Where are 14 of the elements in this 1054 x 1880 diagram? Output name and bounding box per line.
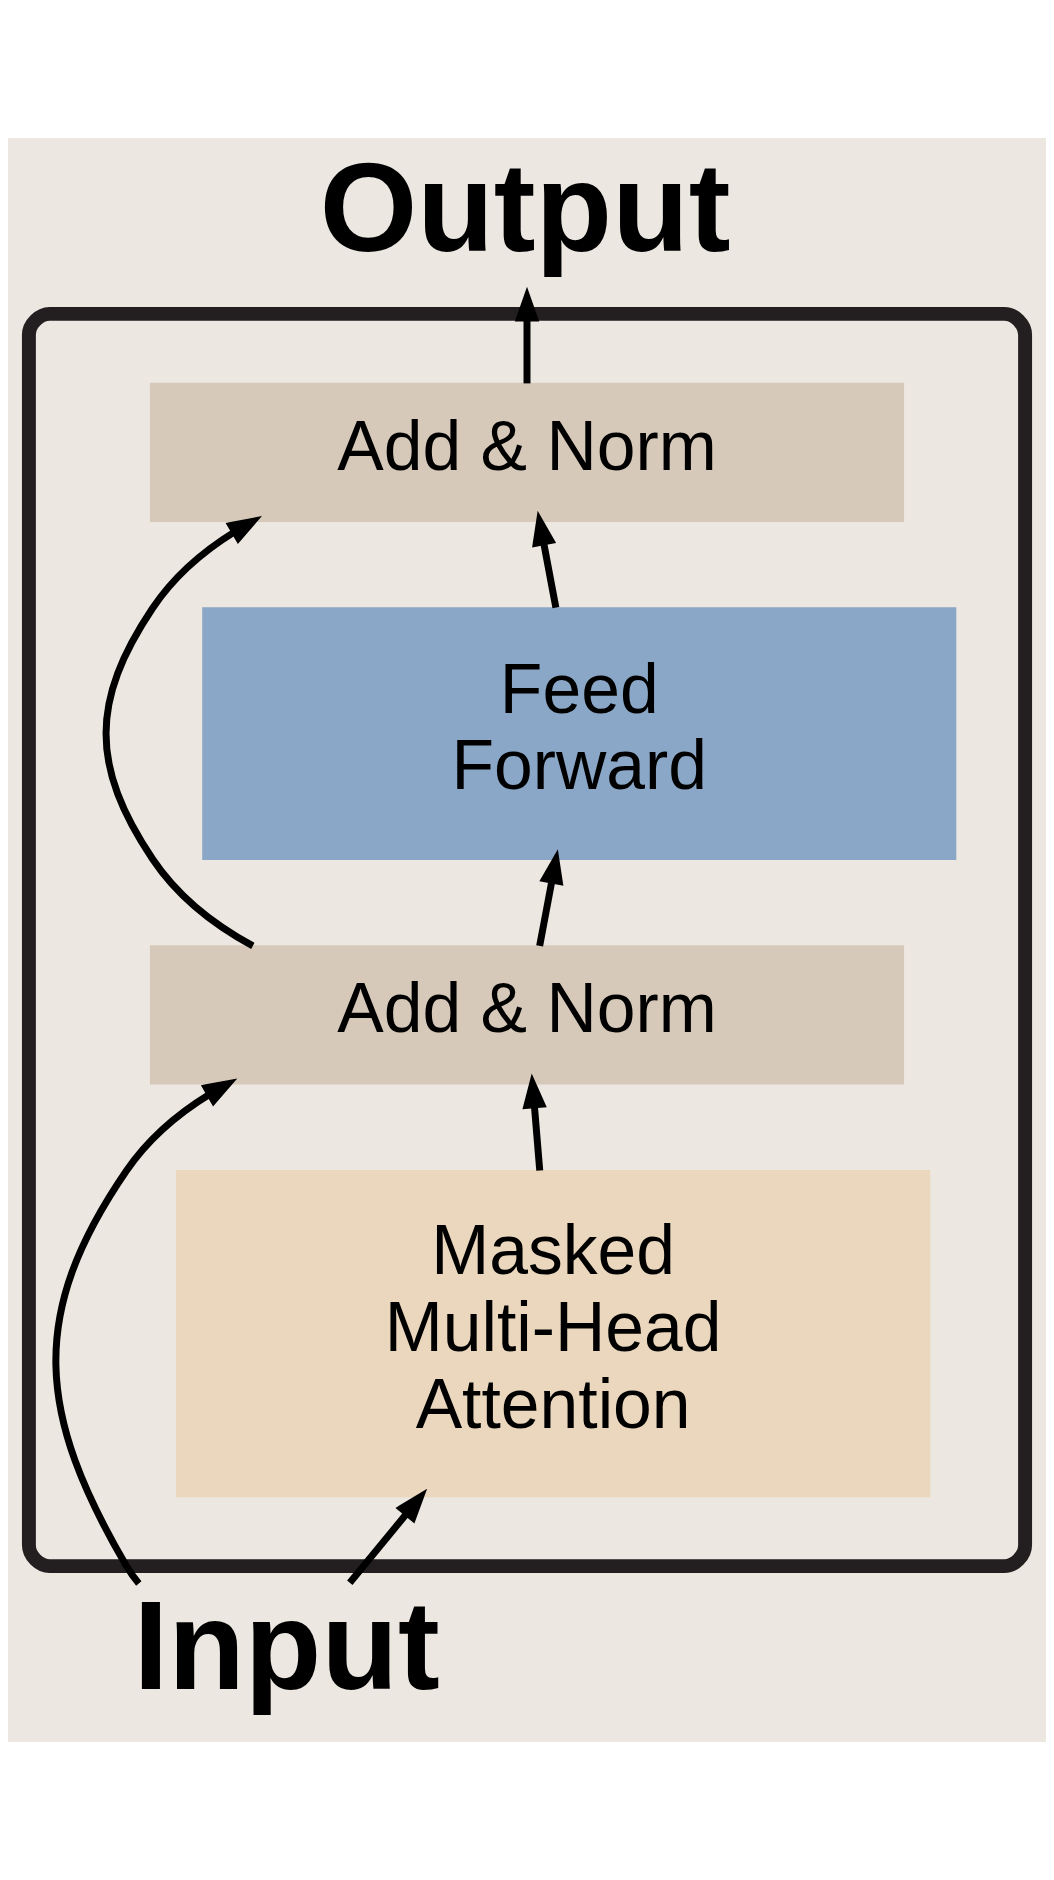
- arrow: [347, 1488, 428, 1585]
- node-text: Output: [319, 136, 731, 278]
- arrow: [522, 1073, 547, 1171]
- cluster: [21, 306, 1033, 1574]
- arrow: [514, 286, 540, 384]
- node-box: Add & Norm: [149, 382, 905, 522]
- node-box: Feed Forward: [202, 607, 957, 860]
- node-box: Masked Multi-Head Attention: [176, 1169, 931, 1498]
- arrow: [536, 849, 564, 947]
- arrow: [532, 510, 560, 609]
- arrow: [102, 516, 262, 949]
- node-text: Input: [133, 1575, 440, 1717]
- arrow: [52, 1078, 238, 1586]
- node-box: Add & Norm: [149, 945, 905, 1085]
